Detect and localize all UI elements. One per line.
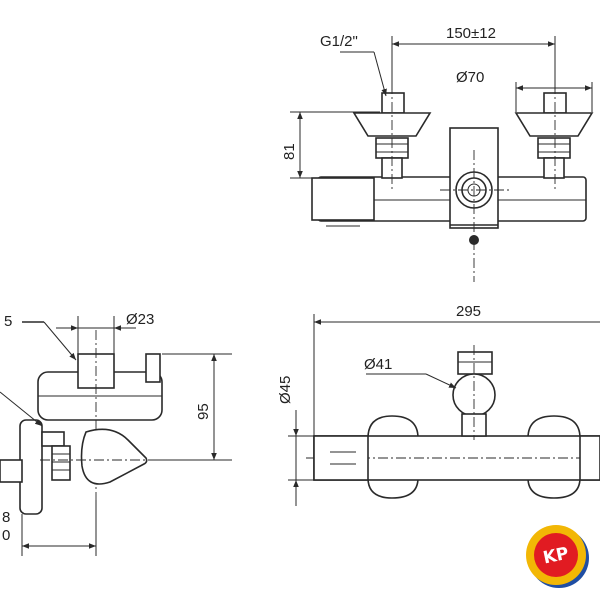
dim-top-height: 81 [281,143,298,160]
front-view: 295 Ø41 Ø45 [277,303,600,506]
dim-centers: 150±12 [446,25,496,42]
dim-partial-bottom-1: 8 [2,509,10,526]
dim-side-height: 95 [195,403,212,420]
dim-total-length: 295 [456,303,481,320]
dim-partial-top: 5 [4,313,12,330]
dim-knob-dia: Ø41 [364,356,392,373]
dim-outlet-dia: Ø23 [126,311,154,328]
top-view: 150±12 Ø70 G1/2" 81 [281,25,594,282]
kp-logo: KP [526,525,589,588]
dim-body-dia: Ø45 [277,376,294,404]
dim-thread: G1/2" [320,33,358,50]
dim-flange-dia: Ø70 [456,69,484,86]
dim-partial-bottom-2: 0 [2,527,10,544]
side-view: Ø23 5 95 8 0 [0,311,232,556]
